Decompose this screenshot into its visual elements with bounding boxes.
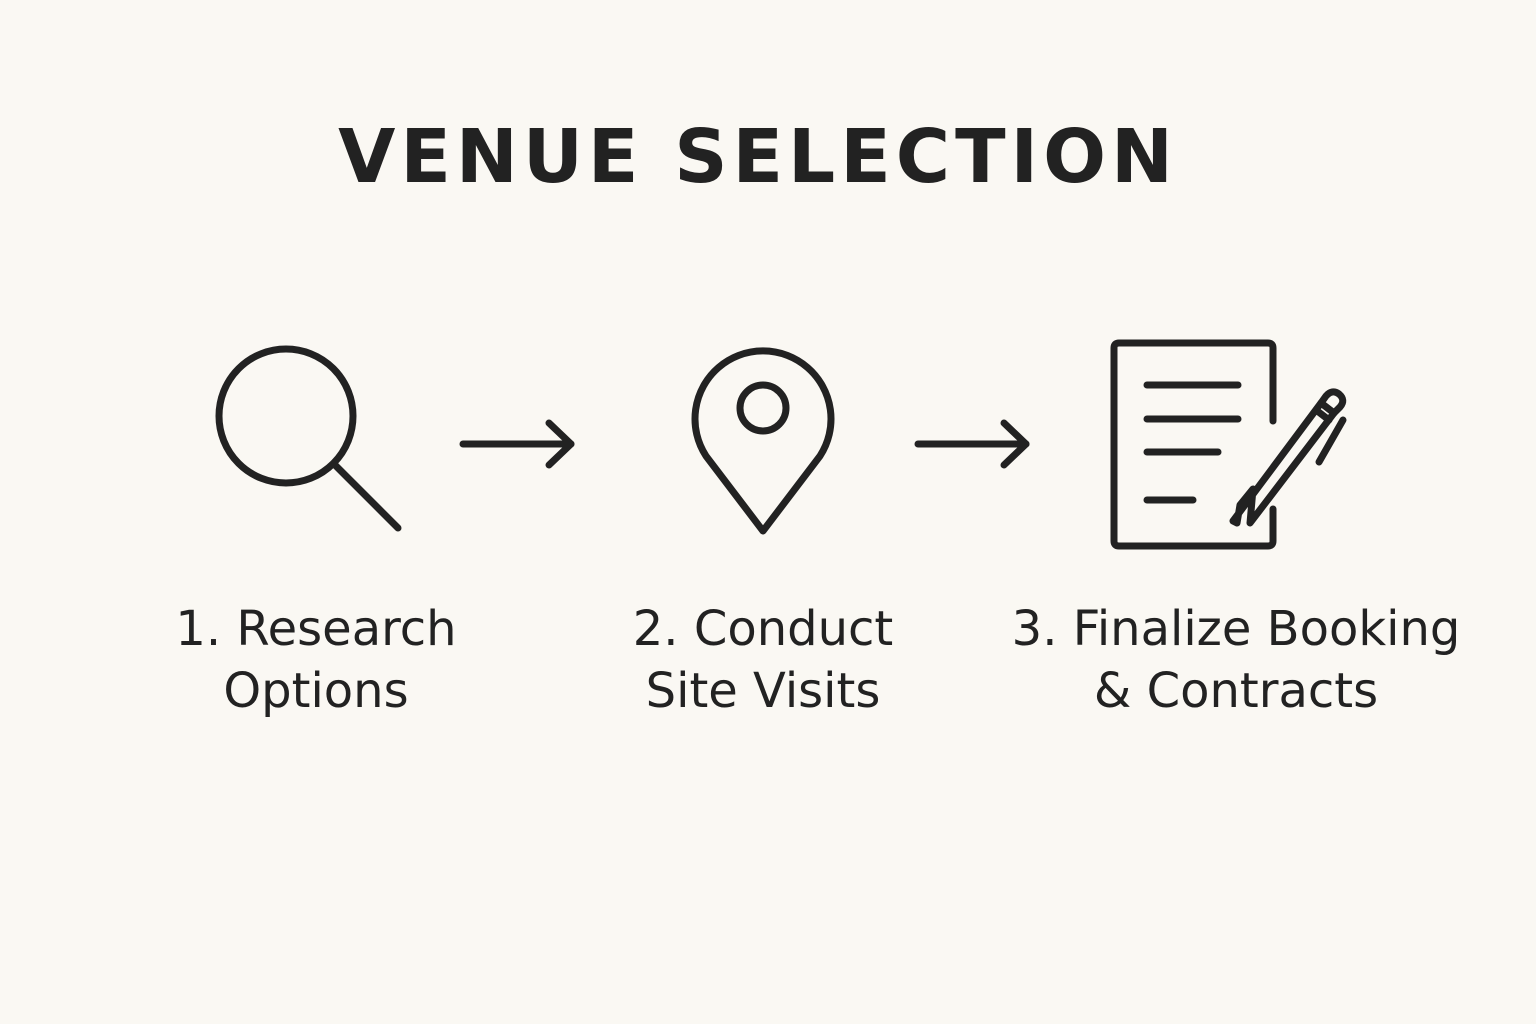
step-label-line: 1. Research <box>175 601 457 657</box>
search-icon <box>215 345 402 532</box>
step-label-finalize-booking: 3. Finalize Booking & Contracts <box>1006 598 1466 722</box>
step-label-line: Site Visits <box>645 663 881 719</box>
step-label-line: Options <box>223 663 409 719</box>
arrow-right-icon <box>914 419 1030 469</box>
step-label-line: & Contracts <box>1093 663 1379 719</box>
step-label-line: 3. Finalize Booking <box>1011 601 1461 657</box>
step-label-site-visits: 2. Conduct Site Visits <box>563 598 963 722</box>
step-label-research: 1. Research Options <box>116 598 516 722</box>
step-label-line: 2. Conduct <box>632 601 894 657</box>
document-pencil-icon <box>1110 339 1347 550</box>
location-pin-icon <box>691 347 835 535</box>
arrow-right-icon <box>459 419 575 469</box>
diagram-title: VENUE SELECTION <box>338 114 1178 200</box>
